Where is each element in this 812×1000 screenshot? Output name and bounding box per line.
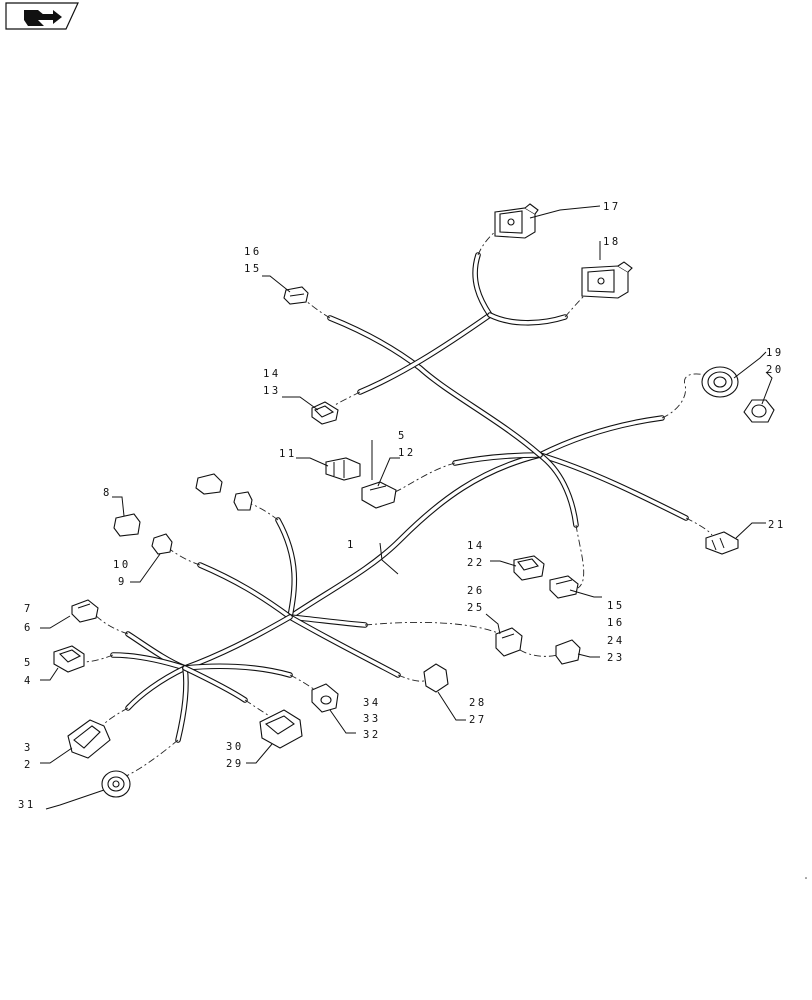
connector-25-26 [495, 627, 523, 657]
callout-5-upper: 5 [398, 430, 407, 442]
connector-11 [325, 457, 361, 481]
callout-14-right: 14 [467, 540, 485, 552]
connector-12 [361, 481, 397, 509]
connector-13-14 [311, 401, 339, 425]
callout-11: 11 [279, 448, 297, 460]
callout-16-right: 16 [607, 617, 625, 629]
connector-4-5 [53, 645, 85, 673]
connector-8 [113, 513, 141, 537]
callout-16-top: 16 [244, 246, 262, 258]
callout-10: 10 [113, 559, 131, 571]
connector-21 [705, 531, 739, 555]
callout-20: 20 [766, 364, 784, 376]
connector-upper-left-b [233, 491, 253, 511]
callout-8: 8 [103, 487, 112, 499]
callout-18: 18 [603, 236, 621, 248]
callout-26: 26 [467, 585, 485, 597]
callout-21: 21 [768, 519, 786, 531]
callout-25: 25 [467, 602, 485, 614]
callout-29: 29 [226, 758, 244, 770]
callout-22: 22 [467, 557, 485, 569]
callout-6: 6 [24, 622, 33, 634]
callout-15-top: 15 [244, 263, 262, 275]
callout-3: 3 [24, 742, 33, 754]
connector-31 [101, 770, 131, 798]
connector-14-22 [513, 555, 545, 581]
callout-13: 13 [263, 385, 281, 397]
connector-15-16-top [283, 286, 309, 305]
callout-9: 9 [118, 576, 127, 588]
callout-32: 32 [363, 729, 381, 741]
callout-5-lower: 5 [24, 657, 33, 669]
leader-lines [40, 205, 773, 810]
hex-nut-20 [743, 399, 775, 423]
connector-parts [53, 203, 775, 798]
edge-mark [805, 877, 807, 879]
connector-29-30 [259, 709, 303, 749]
callout-14-top: 14 [263, 368, 281, 380]
callout-23: 23 [607, 652, 625, 664]
callout-7: 7 [24, 603, 33, 615]
callout-24: 24 [607, 635, 625, 647]
callout-4: 4 [24, 675, 33, 687]
callout-labels: 17 18 16 15 14 13 19 20 21 5 11 12 8 10 … [18, 201, 786, 811]
connector-9-10 [151, 533, 173, 555]
connector-2-3 [67, 719, 111, 759]
forward-page-arrow-icon[interactable] [5, 2, 79, 30]
callout-30: 30 [226, 741, 244, 753]
callout-1: 1 [347, 539, 356, 551]
harness-wires [110, 252, 689, 743]
connector-15-16-right [549, 575, 579, 599]
connector-upper-left-a [195, 473, 223, 495]
connector-32-33-34 [311, 683, 339, 713]
connector-dash-lines [82, 227, 713, 779]
callout-31: 31 [18, 799, 36, 811]
connector-19 [701, 366, 739, 398]
connector-6-7 [71, 599, 99, 623]
connector-23-24 [555, 639, 581, 665]
connector-17 [494, 203, 539, 239]
callout-33: 33 [363, 713, 381, 725]
callout-28: 28 [469, 697, 487, 709]
callout-2: 2 [24, 759, 33, 771]
connector-18 [581, 261, 633, 299]
callout-34: 34 [363, 697, 381, 709]
callout-19: 19 [766, 347, 784, 359]
connector-27-28 [423, 663, 449, 693]
callout-12: 12 [398, 447, 416, 459]
callout-27: 27 [469, 714, 487, 726]
callout-17: 17 [603, 201, 621, 213]
callout-15-right: 15 [607, 600, 625, 612]
